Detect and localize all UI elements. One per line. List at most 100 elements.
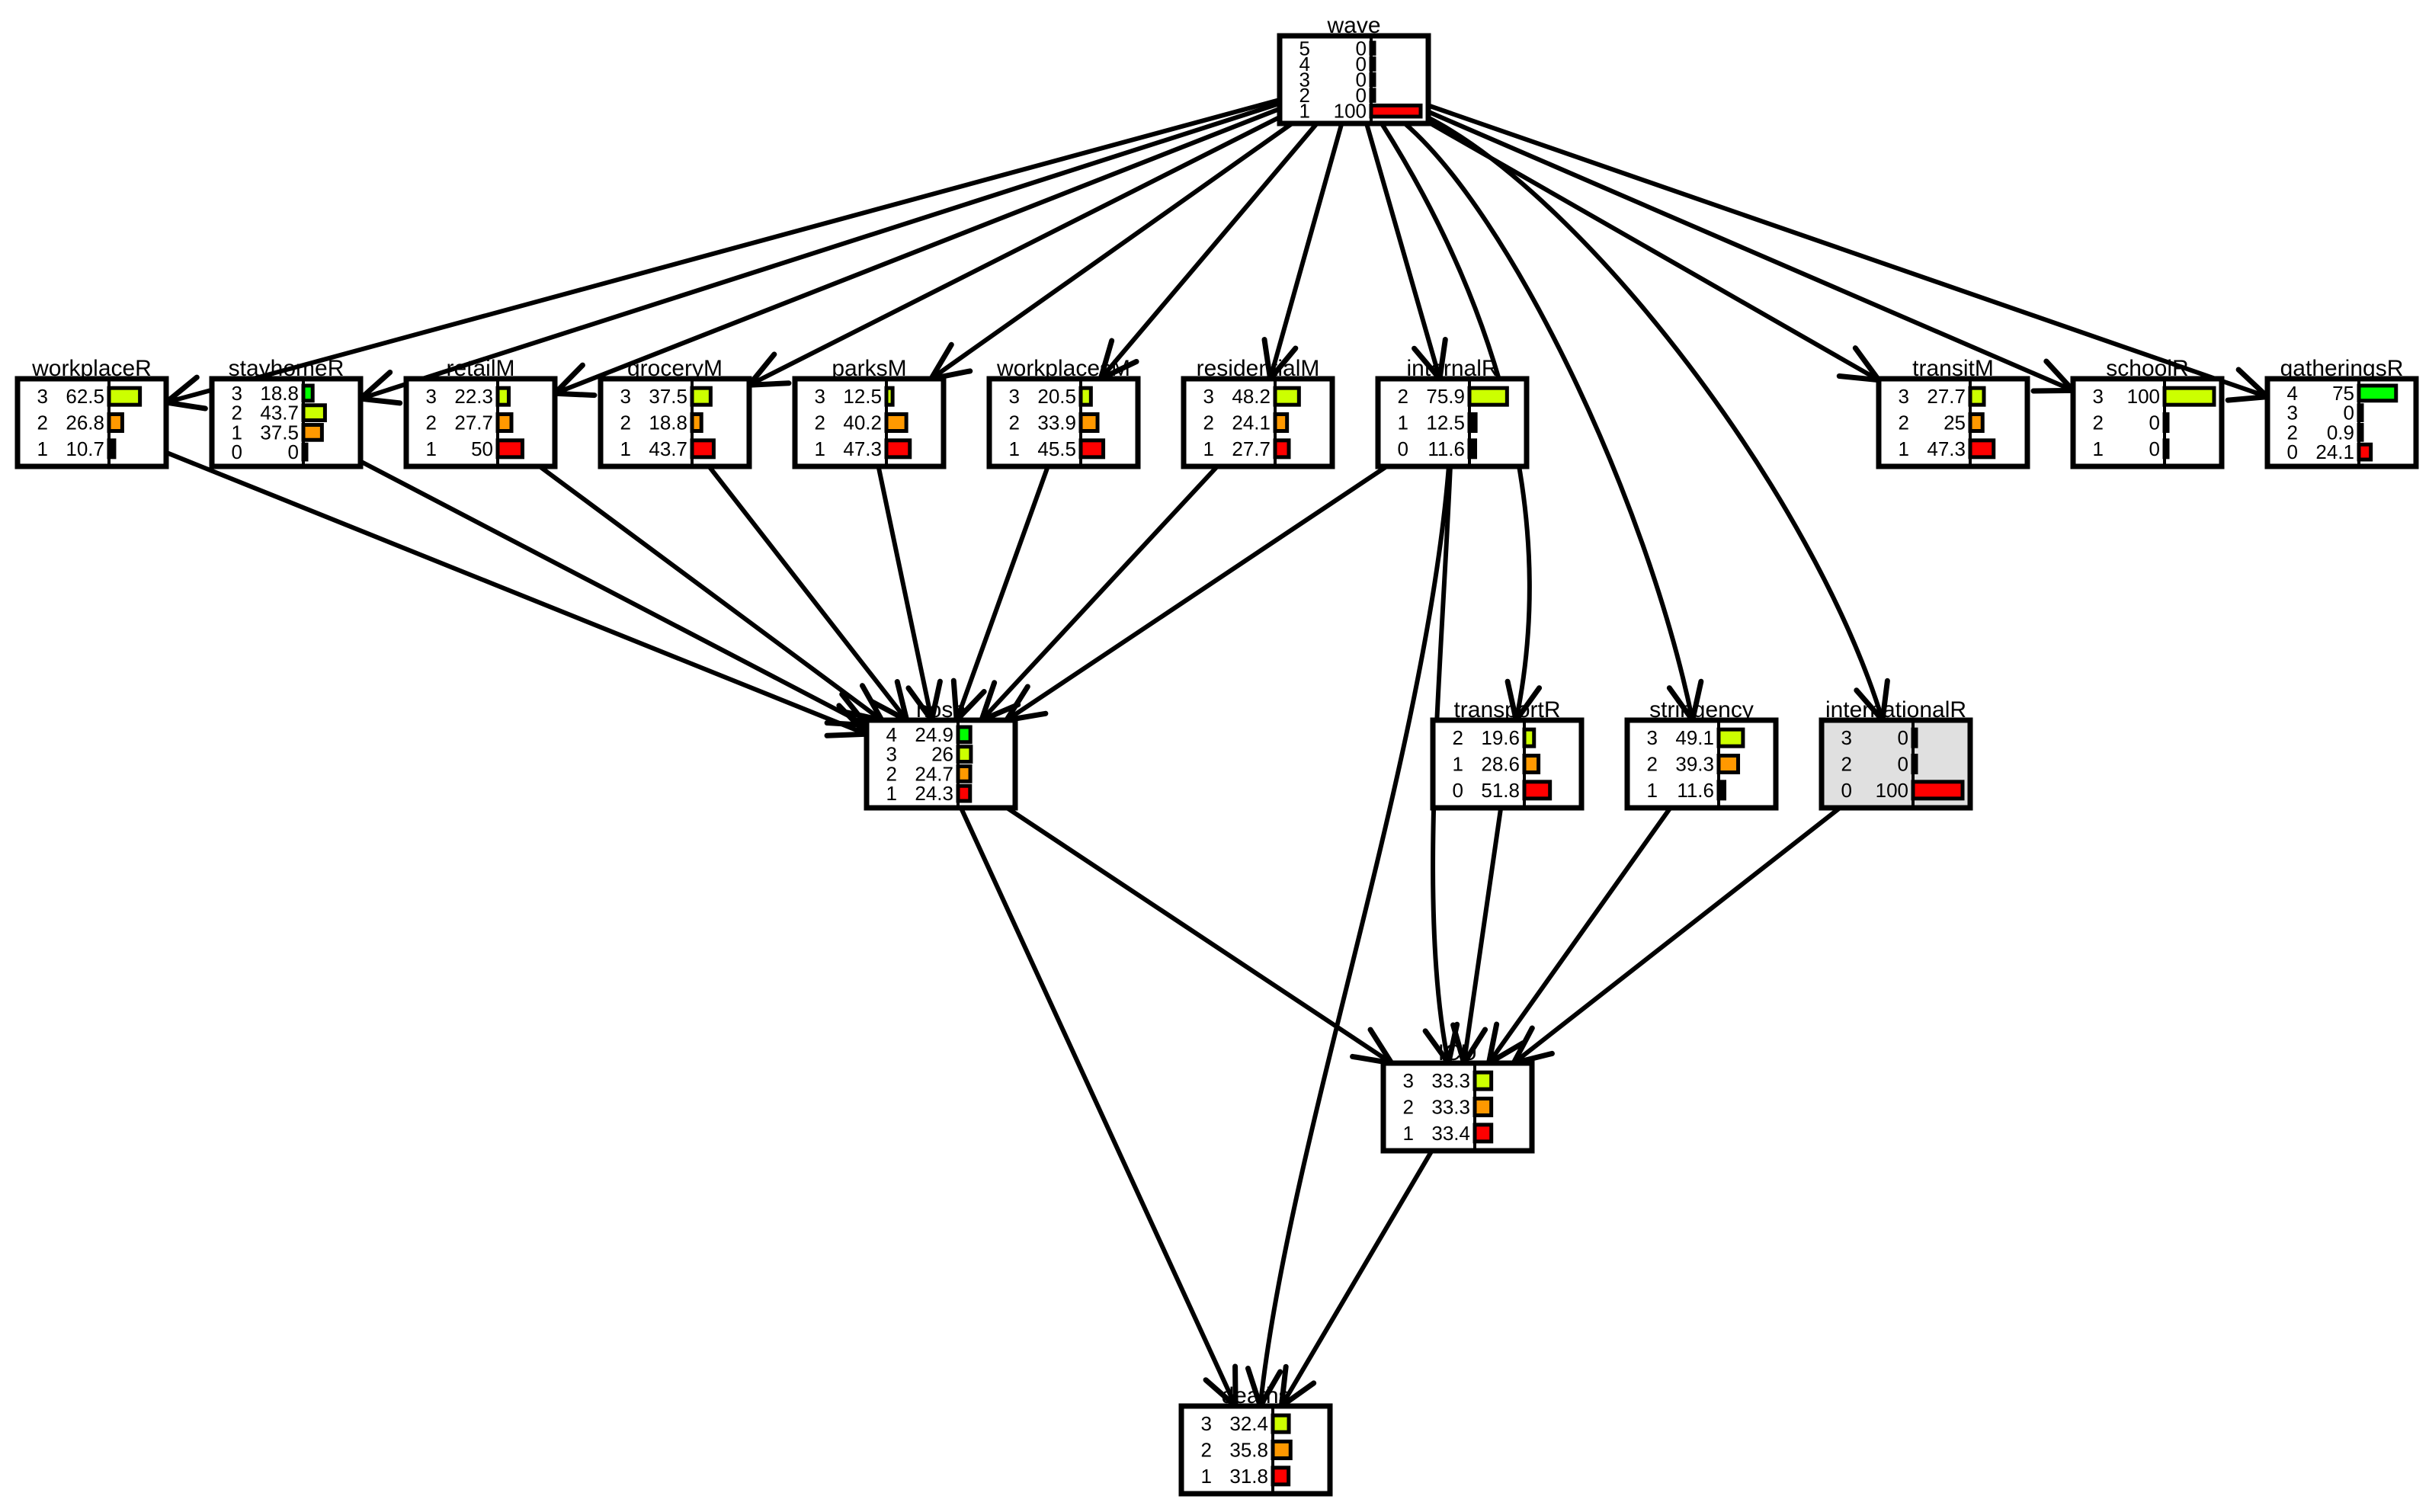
edge-line (1267, 123, 1344, 380)
probability-bar (495, 412, 514, 433)
state-label: 2 (620, 412, 631, 434)
state-probability: 49.1 (1675, 726, 1714, 749)
edge-workplacesM-to-hosp (950, 465, 1050, 723)
state-label: 0 (1841, 779, 1852, 802)
state-probability: 0.9 (2327, 421, 2354, 444)
state-label: 2 (37, 412, 48, 434)
node-box (403, 376, 558, 469)
state-label: 2 (886, 762, 897, 785)
node-title: workplaceR (31, 356, 152, 381)
edge-residentialM-to-hosp (979, 464, 1219, 723)
state-label: 0 (1453, 779, 1463, 802)
state-probability: 27.7 (1232, 437, 1271, 460)
state-label: 1 (1899, 437, 1909, 460)
probability-bar (2162, 386, 2216, 407)
state-label: 3 (426, 385, 437, 408)
node-box (1178, 1403, 1333, 1497)
state-probability: 24.7 (915, 762, 953, 785)
probability-bar (2162, 412, 2170, 433)
edge-line (954, 465, 1050, 722)
state-probability: 37.5 (260, 421, 299, 444)
state-probability: 24.3 (915, 782, 953, 805)
edge-arrowhead (1350, 1027, 1395, 1066)
state-label: 2 (1899, 412, 1909, 434)
probability-bar (301, 403, 327, 422)
probability-bar (1369, 103, 1423, 119)
node-title: parksM (832, 356, 906, 381)
state-probability: 27.7 (1927, 385, 1966, 408)
edge-line (553, 106, 1281, 396)
node-title: deaths (1221, 1383, 1290, 1408)
state-label: 3 (815, 385, 825, 408)
state-label: 4 (2287, 382, 2298, 405)
edge-hosp-to-ICU (1005, 806, 1395, 1066)
node-title: wave (1326, 13, 1380, 38)
state-probability: 26.8 (66, 412, 104, 434)
probability-bar (1369, 72, 1376, 88)
edge-parksM-to-hosp (876, 466, 943, 723)
probability-bar (884, 438, 912, 460)
node-title: workplacesM (996, 356, 1130, 381)
state-probability: 31.8 (1229, 1465, 1268, 1488)
state-label: 2 (1299, 84, 1310, 107)
state-label: 3 (1899, 385, 1909, 408)
edge-line (1486, 806, 1673, 1065)
state-probability: 18.8 (260, 382, 299, 405)
edge-arrowhead (1004, 684, 1049, 723)
edge-line (165, 98, 1280, 405)
edge-transportR-to-ICU (1450, 807, 1504, 1066)
state-label: 3 (1647, 726, 1658, 749)
state-label: 4 (886, 723, 897, 746)
state-probability: 35.8 (1229, 1439, 1268, 1462)
state-probability: 40.2 (843, 412, 882, 434)
state-probability: 39.3 (1675, 753, 1714, 776)
state-label: 1 (1398, 412, 1408, 434)
probability-bar (1078, 438, 1106, 460)
probability-bar (1522, 754, 1541, 774)
edge-line (1005, 806, 1393, 1065)
probability-bar (1716, 754, 1741, 774)
node-box (1380, 1060, 1535, 1154)
node-title: transitM (1912, 356, 1994, 381)
state-probability: 51.8 (1481, 779, 1520, 802)
probability-bar (690, 412, 703, 433)
node-title: hosp (916, 697, 966, 722)
probability-bar (107, 438, 117, 460)
state-label: 3 (1201, 1412, 1212, 1435)
edge-internalR-to-deaths (1245, 466, 1451, 1409)
state-probability: 11.6 (1428, 437, 1465, 460)
node-title: transportR (1453, 697, 1560, 722)
state-probability: 24.1 (1232, 412, 1271, 434)
